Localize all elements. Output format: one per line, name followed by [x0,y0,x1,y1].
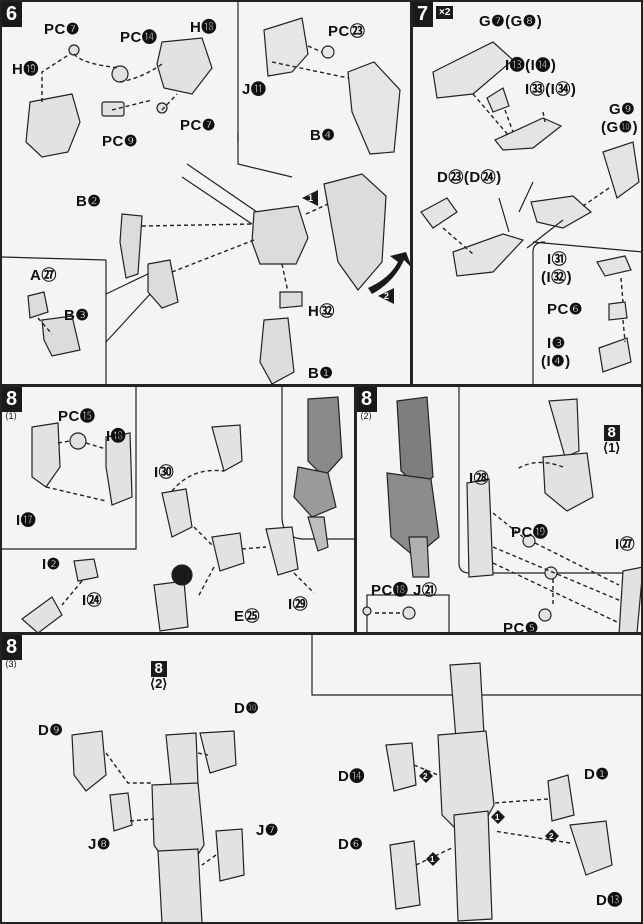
step-7-drawing [420,41,641,384]
part-label: (G❿) [601,119,639,136]
part-label: B❸ [64,307,90,324]
part-label: D⓮ [338,768,365,785]
part-label: J㉑ [413,582,438,599]
part-label: PC⓮ [120,29,158,46]
step-8-3-order-1a: 1 [495,813,500,822]
step-reference: 8 ⟨1⟩ [603,425,620,455]
step-number: 7 [413,2,434,27]
part-label: I㉔ [82,592,103,609]
part-label: I㉙ [288,596,309,613]
part-label: E㉕ [234,608,261,625]
multiplier-badge: ×2 [435,5,455,20]
step-reference-sub: ⟨1⟩ [603,440,621,455]
part-label: D㉓(D㉔) [437,169,502,186]
part-label: D⓭ [596,892,623,909]
part-label: I⓲ [106,428,127,445]
part-label: H⓲ [190,19,217,36]
step-8-1-panel: 8 ⟨1⟩ PC⓯ I⓲ I⓱ I㉚ I㉙ I❷ I㉔ E㉕ [0,385,356,634]
part-label: PC❺ [503,620,539,634]
step-6-order-2: 2 [384,291,389,301]
part-label: I㉝(I㉞) [525,81,577,98]
step-8-2-panel: 8 ⟨2⟩ 8 ⟨1⟩ I㉘ PC⓳ I㉗ PC⓲ J㉑ PC❺ [355,385,643,634]
step-8-1-drawing [2,387,354,632]
part-label: (I㉜) [541,269,573,286]
step-6-order-1: 1 [308,193,313,203]
part-label: PC❼ [180,117,216,134]
part-label: (I❹) [541,353,571,370]
part-label: H㉜ [308,303,335,320]
part-label: I❸ [547,335,566,352]
part-label: D❿ [234,700,260,717]
step-reference-sub: ⟨2⟩ [150,676,168,691]
part-label: I㉘ [469,470,490,487]
part-label: B❷ [76,193,102,210]
step-substep: ⟨2⟩ [360,411,373,421]
step-6-panel: 1 2 6 PC❼ PC⓮ H⓲ H⓳ PC❾ PC❼ PC㉓ J⓫ B❹ B❷… [0,0,412,386]
step-substep: ⟨3⟩ [5,659,18,669]
step-substep: ⟨1⟩ [5,411,18,421]
step-reference: 8 ⟨2⟩ [150,661,167,691]
step-reference-number: 8 [603,425,620,441]
step-number: 6 [2,2,23,27]
part-label: I❷ [42,556,61,573]
part-label: I㉛ [547,251,568,268]
part-label: G❼(G❽) [479,13,543,30]
part-label: I㉗ [615,536,636,553]
part-label: PC⓳ [511,524,549,541]
step-7-panel: 7 ×2 G❼(G❽) I⓭(I⓮) I㉝(I㉞) G❾ (G❿) D㉓(D㉔)… [411,0,643,386]
step-8-3-order-1b: 1 [430,855,435,864]
part-label: D❾ [38,722,64,739]
part-label: PC⓲ [371,582,409,599]
part-label: J❽ [88,836,111,853]
part-label: B❶ [308,365,334,382]
part-label: PC❼ [44,21,80,38]
step-number: 8 [2,387,23,412]
step-8-3-panel: 2 1 2 1 8 ⟨3⟩ 8 ⟨2⟩ D❾ D❿ J❼ J❽ D⓮ D❶ D❻… [0,633,643,924]
part-label: I㉚ [154,464,175,481]
part-label: I⓱ [16,512,37,529]
part-label: PC❾ [102,133,138,150]
part-label: A㉗ [30,267,57,284]
step-6-drawing: 1 2 [2,2,410,384]
step-8-2-drawing [362,387,641,632]
part-label: H⓳ [12,61,39,78]
part-label: D❻ [338,836,364,853]
part-label: J❼ [256,822,279,839]
part-label: PC❻ [547,301,583,318]
part-label: PC㉓ [328,23,366,40]
step-8-3-drawing: 2 1 2 1 [71,635,641,922]
step-8-3-order-2b: 2 [549,832,554,841]
step-number: 8 [2,635,23,660]
part-label: B❹ [310,127,336,144]
part-label: G❾ [609,101,636,118]
step-number: 8 [357,387,378,412]
part-label: D❶ [584,766,610,783]
part-label: PC⓯ [58,408,96,425]
part-label: I⓭(I⓮) [505,57,557,74]
part-label: J⓫ [242,81,267,98]
step-8-3-order-2a: 2 [423,772,428,781]
step-reference-number: 8 [150,661,167,677]
